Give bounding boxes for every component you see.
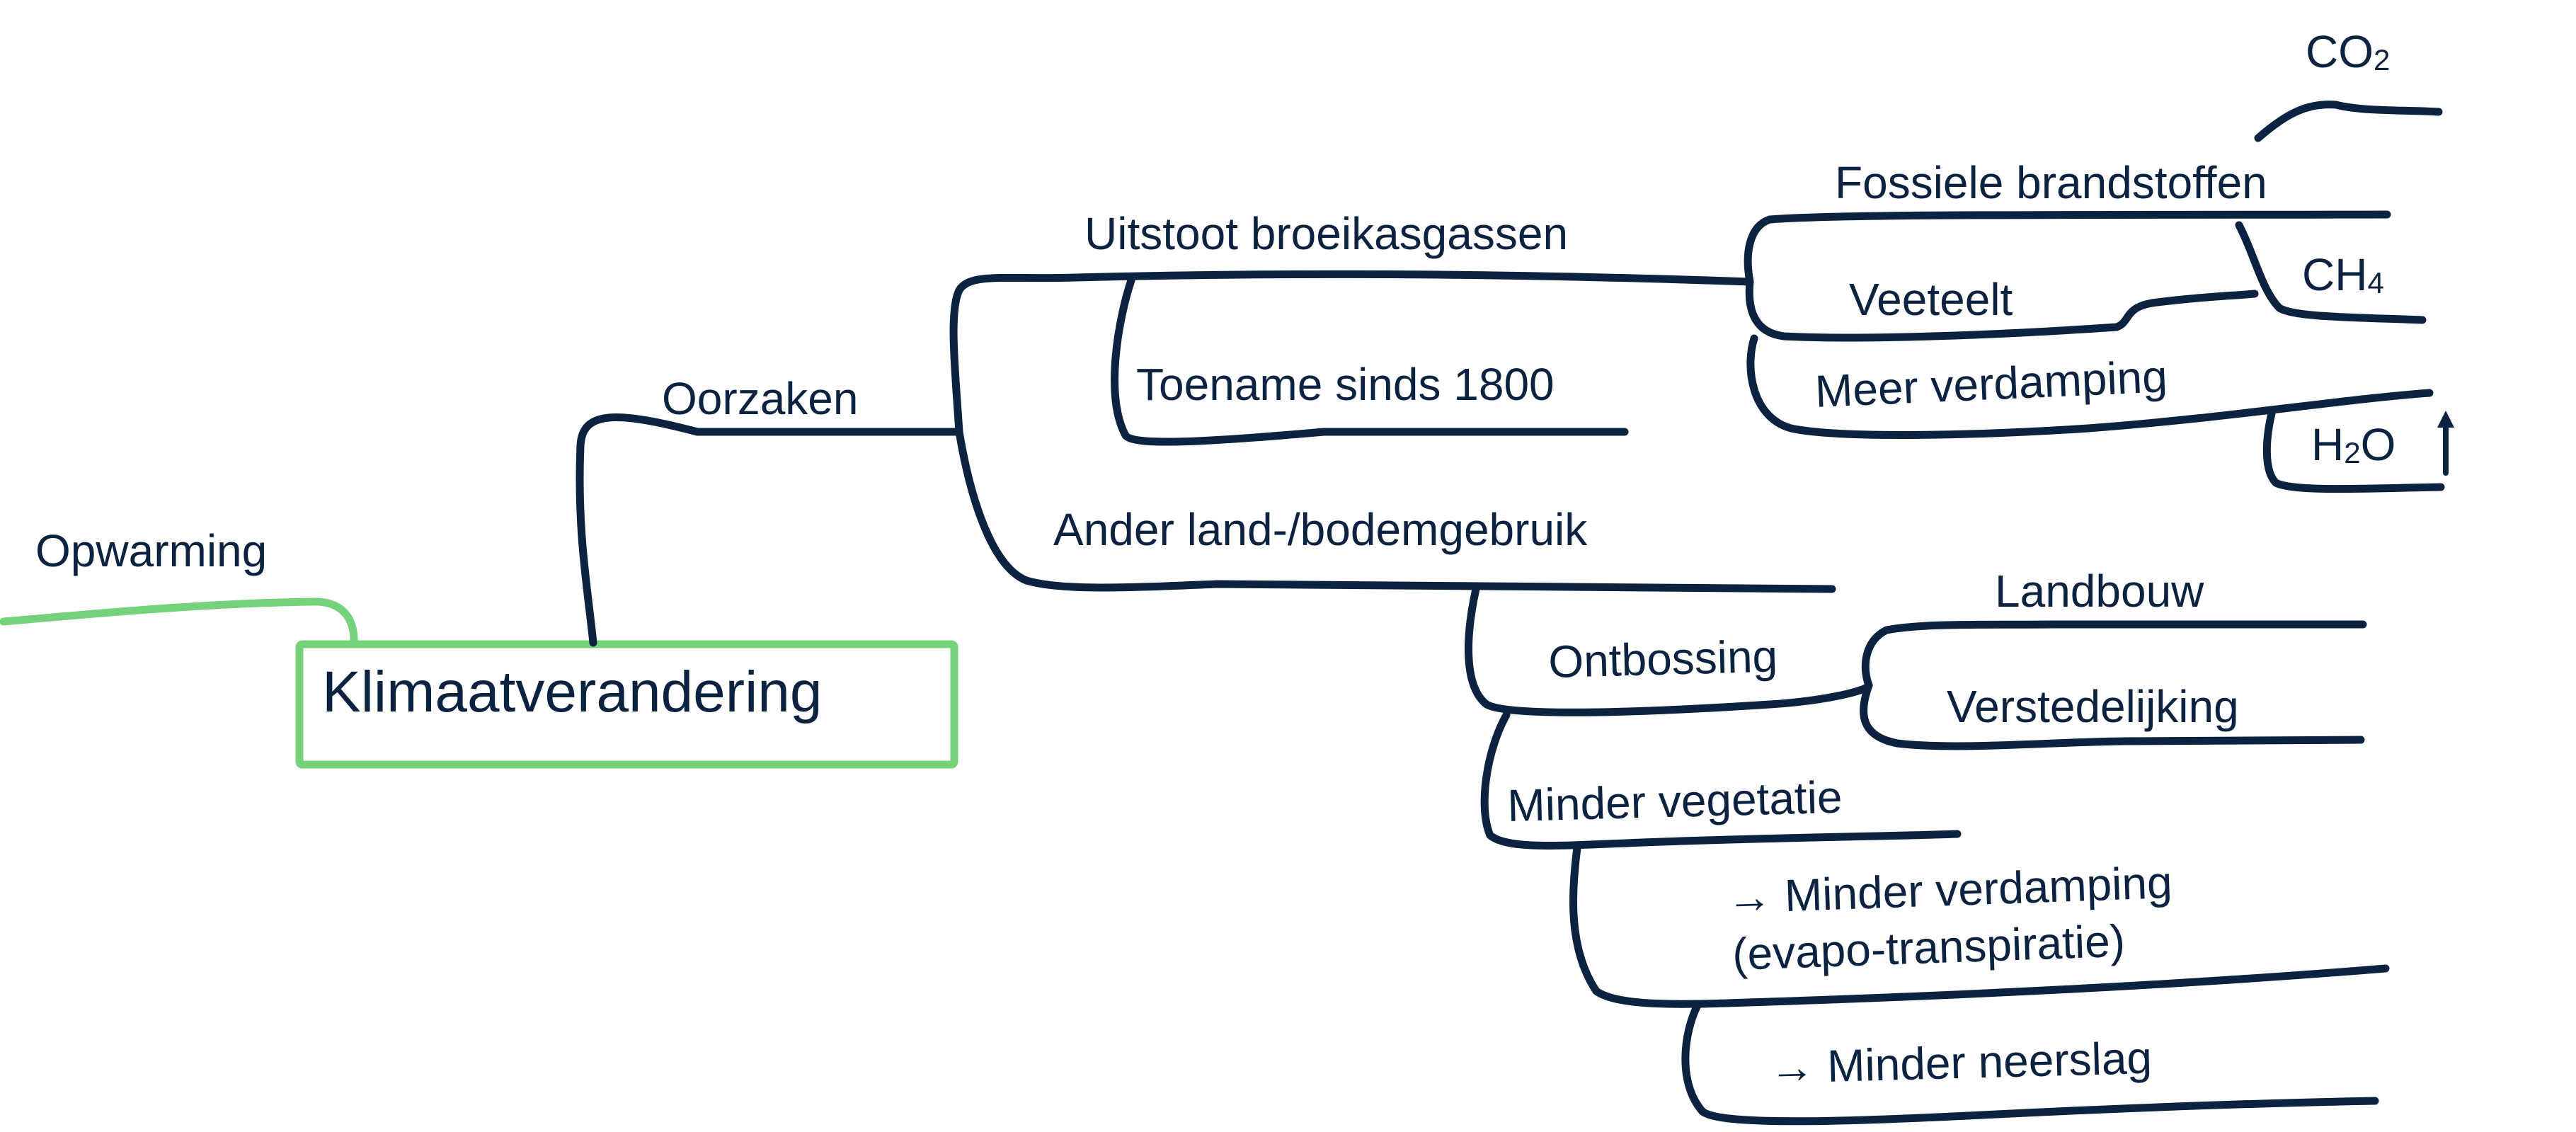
oorzaken-branch — [576, 413, 963, 647]
ontbossing-label: Ontbossing — [1547, 631, 1778, 687]
toename-branch — [1111, 276, 1629, 446]
ander-land-label: Ander land-/bodemgebruik — [1053, 504, 1588, 555]
veeteelt-label: Veeteelt — [1849, 274, 2013, 325]
co2-branch — [2254, 101, 2443, 142]
verstedelijking-label: Verstedelijking — [1947, 681, 2239, 732]
minder-verdamping-branch — [1569, 844, 2390, 1008]
landbouw-label: Landbouw — [1995, 566, 2204, 617]
veeteelt-branch — [1745, 278, 2259, 342]
verstedelijking-branch — [1860, 681, 2365, 750]
oorzaken-label: Oorzaken — [662, 373, 858, 424]
meer-verdamping-label: Meer verdamping — [1814, 350, 2168, 417]
landbouw-branch — [1861, 620, 2367, 690]
opwarming-label: Opwarming — [35, 525, 267, 576]
ontbossing-branch — [1465, 585, 1873, 716]
ander-land-branch — [955, 428, 1836, 593]
up-arrow-icon — [2437, 411, 2454, 476]
minder-neerslag-branch — [1681, 1001, 2379, 1126]
h2o-branch — [2262, 406, 2445, 493]
opwarming-branch — [0, 598, 358, 645]
ch4-label: CH4 — [2302, 249, 2384, 300]
uitstoot-label: Uitstoot broeikasgassen — [1084, 208, 1568, 259]
minder-vegetatie-branch — [1480, 711, 1962, 850]
minder-neerslag-label: → Minder neerslag — [1768, 1032, 2152, 1093]
root-node-label: Klimaatverandering — [322, 660, 823, 724]
h2o-label: H2O — [2311, 419, 2395, 470]
minder-vegetatie-label: Minder vegetatie — [1506, 772, 1843, 831]
toename-label: Toename sinds 1800 — [1136, 359, 1555, 410]
minder-verdamping-label-line1: → Minder verdamping — [1726, 857, 2173, 923]
ch4-branch — [2235, 221, 2427, 324]
fossiele-branch — [1744, 210, 2391, 286]
meer-verdamping-branch — [1746, 334, 2434, 439]
co2-label: CO2 — [2306, 26, 2390, 77]
minder-verdamping-label-line2: (evapo-transpiratie) — [1731, 915, 2126, 980]
uitstoot-branch — [949, 270, 1754, 436]
fossiele-label: Fossiele brandstoffen — [1835, 157, 2267, 208]
root-node-box — [295, 640, 958, 769]
